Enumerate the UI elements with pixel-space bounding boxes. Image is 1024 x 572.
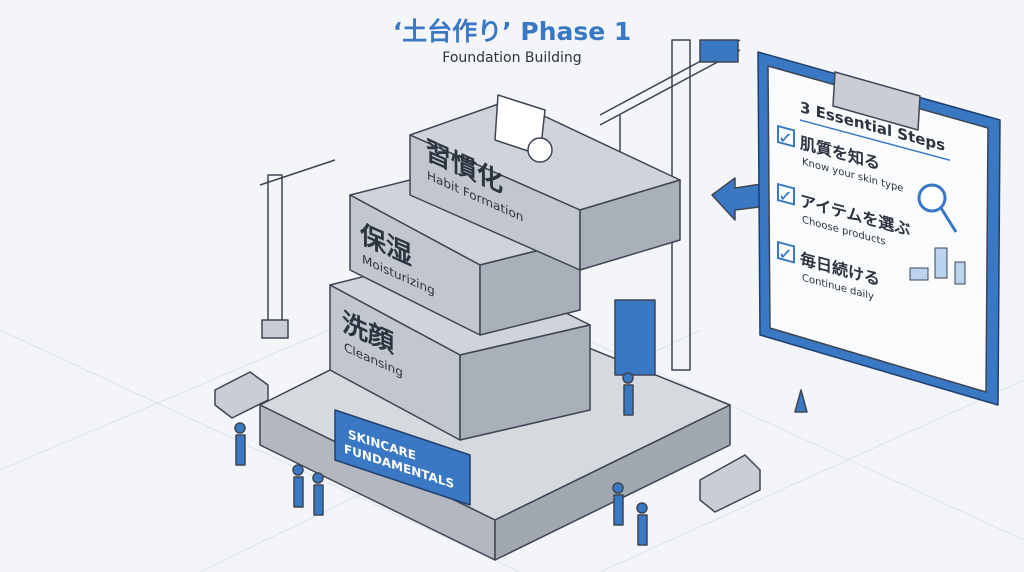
- checkbox-checked-icon: [777, 182, 795, 206]
- page-title: ‘土台作り’ Phase 1: [392, 17, 632, 46]
- checkbox-checked-icon: [777, 124, 795, 148]
- clipboard: [757, 51, 1001, 406]
- bulldozer: [214, 371, 269, 419]
- checkbox-checked-icon: [777, 240, 795, 264]
- water-tank: [614, 299, 656, 376]
- skincare-sign: [334, 409, 471, 506]
- workers: [234, 372, 648, 546]
- page-subtitle: Foundation Building: [442, 50, 582, 66]
- traffic-cone: [794, 389, 808, 413]
- svg-text:✓: ✓: [778, 184, 793, 209]
- calendar-icon: [494, 94, 553, 163]
- svg-text:✓: ✓: [778, 242, 793, 267]
- crane-left: [259, 159, 336, 339]
- svg-text:✓: ✓: [778, 126, 793, 151]
- product-bottles-icon: [909, 247, 966, 285]
- magnifier-icon: [917, 183, 958, 233]
- truck: [699, 454, 761, 513]
